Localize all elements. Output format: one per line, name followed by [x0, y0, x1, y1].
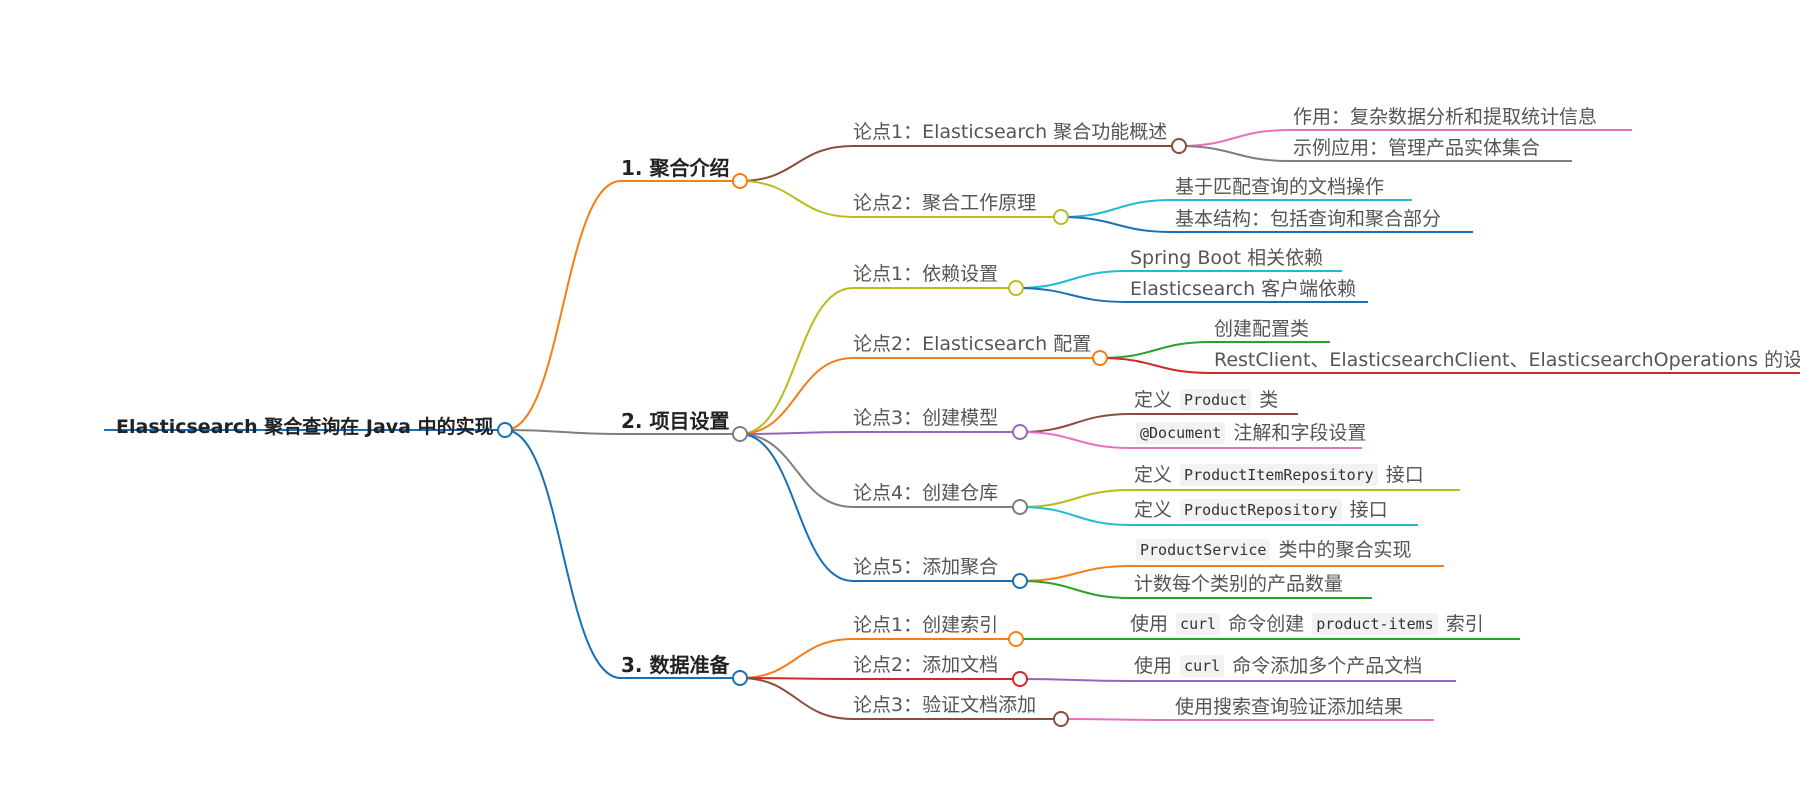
point-topic: 论点1：Elasticsearch 聚合功能概述	[853, 121, 1168, 143]
edge-b2-to-b2p2	[739, 357, 854, 435]
edge-b3-to-b3p2	[739, 677, 854, 680]
text-segment: 命令添加多个产品文档	[1226, 655, 1423, 677]
point-topic: 论点3：验证文档添加	[853, 694, 1037, 716]
leaf-topic: ProductService 类中的聚合实现	[1134, 539, 1412, 561]
collapse-toggle-icon	[732, 670, 748, 686]
collapse-toggle-icon	[1012, 499, 1028, 515]
leaf-topic: 定义 ProductItemRepository 接口	[1134, 464, 1424, 486]
leaf-topic: Elasticsearch 客户端依赖	[1130, 278, 1357, 300]
edge-b2-to-b2p4	[739, 433, 854, 508]
text-segment: 使用	[1130, 613, 1175, 635]
collapse-toggle-icon	[1053, 209, 1069, 225]
text-segment: 定义	[1134, 389, 1179, 411]
edge-b3-to-b3p1	[739, 638, 854, 679]
edge-b2p5-to-b2p5l1	[1019, 565, 1132, 582]
text-segment: 索引	[1439, 613, 1484, 635]
collapse-toggle-icon	[732, 173, 748, 189]
edge-b1p2-to-b1p2l2	[1060, 216, 1173, 233]
edge-b2p4-to-b2p4l2	[1019, 506, 1132, 526]
edge-b2p1-to-b2p1l1	[1015, 270, 1128, 289]
inline-code: Product	[1180, 389, 1252, 411]
collapse-toggle-icon	[1012, 424, 1028, 440]
edge-b3-to-b3p3	[739, 677, 854, 720]
leaf-topic: 创建配置类	[1214, 318, 1310, 340]
leaf-topic: 使用搜索查询验证添加结果	[1175, 696, 1404, 718]
text-segment: 接口	[1343, 499, 1388, 521]
point-topic: 论点2：聚合工作原理	[853, 192, 1037, 214]
inline-code: curl	[1176, 613, 1221, 635]
inline-code: product-items	[1312, 613, 1438, 635]
collapse-toggle-icon	[1012, 671, 1028, 687]
inline-code: ProductRepository	[1180, 499, 1342, 521]
edge-root-to-b2	[504, 429, 622, 435]
edge-root-to-b1	[504, 180, 622, 431]
inline-code: ProductItemRepository	[1180, 464, 1378, 486]
leaf-topic: 定义 ProductRepository 接口	[1134, 499, 1388, 521]
text-segment: 类中的聚合实现	[1272, 539, 1412, 561]
point-topic: 论点3：创建模型	[853, 407, 999, 429]
collapse-toggle-icon	[1008, 280, 1024, 296]
root-topic: Elasticsearch 聚合查询在 Java 中的实现	[116, 416, 494, 438]
leaf-topic: @Document 注解和字段设置	[1134, 422, 1367, 444]
collapse-toggle-icon	[732, 426, 748, 442]
text-segment: 定义	[1134, 464, 1179, 486]
collapse-toggle-icon	[1053, 711, 1069, 727]
inline-code: curl	[1180, 655, 1225, 677]
leaf-topic: 定义 Product 类	[1134, 389, 1279, 411]
branch-topic: 2. 项目设置	[621, 409, 730, 433]
edge-b1p2-to-b1p2l1	[1060, 199, 1173, 218]
inline-code: ProductService	[1136, 539, 1271, 561]
collapse-toggle-icon	[1171, 138, 1187, 154]
leaf-topic: RestClient、ElasticsearchClient、Elasticse…	[1214, 349, 1800, 371]
leaf-topic: 使用 curl 命令添加多个产品文档	[1134, 655, 1423, 677]
point-topic: 论点1：依赖设置	[853, 263, 999, 285]
leaf-topic: Spring Boot 相关依赖	[1130, 247, 1324, 269]
collapse-toggle-icon	[1092, 350, 1108, 366]
text-segment: 接口	[1379, 464, 1424, 486]
edge-b2p2-to-b2p2l2	[1099, 357, 1212, 374]
edge-b1p1-to-b1p1l2	[1178, 145, 1291, 162]
point-topic: 论点5：添加聚合	[853, 556, 999, 578]
point-topic: 论点1：创建索引	[853, 614, 999, 636]
leaf-topic: 示例应用：管理产品实体集合	[1293, 137, 1541, 159]
branch-topic: 3. 数据准备	[621, 653, 730, 677]
edge-b2-to-b2p5	[739, 433, 854, 582]
leaf-topic: 基本结构：包括查询和聚合部分	[1175, 208, 1442, 230]
edge-b1p1-to-b1p1l1	[1178, 129, 1291, 147]
edge-b3p3-to-b3p3l1	[1060, 718, 1173, 721]
leaf-topic: 基于匹配查询的文档操作	[1175, 176, 1385, 198]
text-segment: 定义	[1134, 499, 1179, 521]
edge-b2-to-b2p1	[739, 287, 854, 435]
point-topic: 论点4：创建仓库	[853, 482, 999, 504]
edge-b2p2-to-b2p2l1	[1099, 341, 1212, 359]
inline-code: @Document	[1136, 422, 1226, 444]
point-topic: 论点2：Elasticsearch 配置	[853, 333, 1092, 355]
leaf-topic: 作用：复杂数据分析和提取统计信息	[1293, 106, 1598, 128]
text-segment: 注解和字段设置	[1227, 422, 1367, 444]
edge-b1-to-b1p2	[739, 180, 854, 218]
collapse-toggle-icon	[1012, 573, 1028, 589]
edge-b2p4-to-b2p4l1	[1019, 489, 1132, 508]
collapse-toggle-icon	[1008, 631, 1024, 647]
edge-b2p5-to-b2p5l2	[1019, 580, 1132, 599]
edge-root-to-b3	[504, 429, 622, 679]
text-segment: 使用	[1134, 655, 1179, 677]
branch-topic: 1. 聚合介绍	[621, 156, 730, 180]
collapse-toggle-icon	[497, 422, 513, 438]
leaf-topic: 计数每个类别的产品数量	[1134, 573, 1344, 595]
edge-b2p3-to-b2p3l2	[1019, 431, 1132, 449]
point-topic: 论点2：添加文档	[853, 654, 999, 676]
edge-b2p3-to-b2p3l1	[1019, 413, 1132, 433]
text-segment: 命令创建	[1222, 613, 1311, 635]
leaf-topic: 使用 curl 命令创建 product-items 索引	[1130, 613, 1484, 635]
text-segment: 类	[1253, 389, 1279, 411]
edge-b2p1-to-b2p1l2	[1015, 287, 1128, 303]
edge-b2-to-b2p3	[739, 431, 854, 435]
edge-b1-to-b1p1	[739, 145, 854, 182]
edge-b3p2-to-b3p2l1	[1019, 678, 1132, 682]
